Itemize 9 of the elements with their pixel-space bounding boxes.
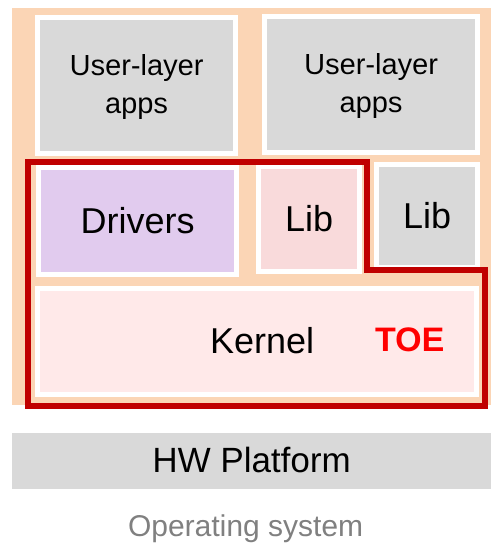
library-box: Lib	[374, 162, 480, 270]
library-box: Lib	[256, 164, 362, 274]
app-box: User-layer apps	[35, 15, 238, 156]
platform-bar: HW Platform	[12, 433, 491, 489]
caption: Operating system	[126, 510, 364, 544]
drivers-box: Drivers	[36, 165, 239, 277]
layer-panel	[12, 8, 491, 405]
app-box: User-layer apps	[262, 14, 480, 155]
boundary-label: TOE	[375, 323, 444, 357]
